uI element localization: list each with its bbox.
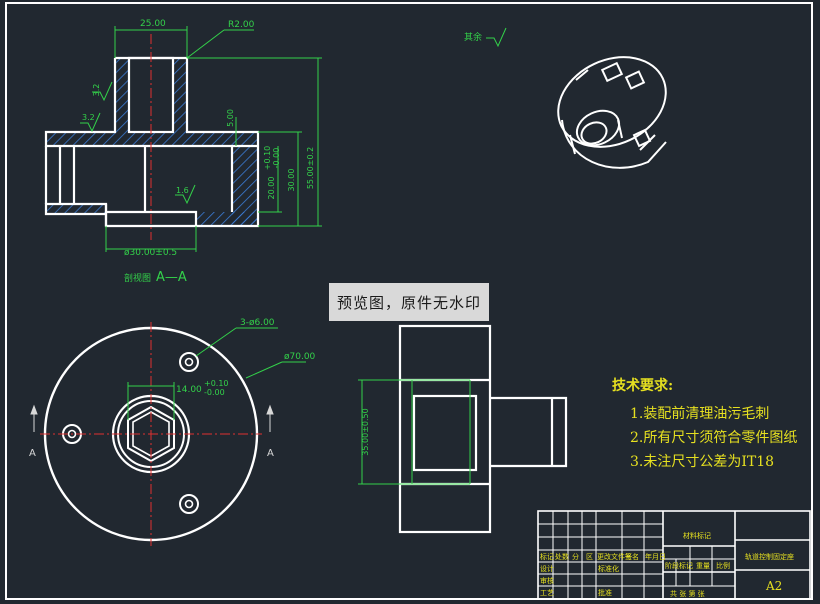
tb-date: 年月日 [645, 552, 666, 561]
tb-qu: 区 [586, 553, 593, 561]
tech-req-item-2: 2.所有尺寸须符合零件图纸 [630, 430, 797, 446]
top-view: A A 3-ø6.00 ø70.00 14.00 +0.10 -0.00 [29, 318, 316, 546]
tb-change-doc: 更改文件号 [597, 552, 632, 561]
title-sheets: 共 张 第 张 [670, 589, 705, 598]
rest-roughness-label: 其余 [464, 31, 482, 43]
tb-process: 工艺 [540, 589, 554, 597]
dim-hex: 14.00 [176, 385, 202, 395]
tb-mark: 标记 [540, 552, 554, 561]
dim-bore-tol-minus: -0.00 [272, 148, 281, 169]
watermark: 预览图，原件无水印 [329, 283, 489, 321]
section-label: 剖视图 [124, 272, 151, 284]
tb-fen: 分 [572, 552, 579, 561]
tech-req-title: 技术要求: [612, 377, 673, 394]
title-part-name: 轨道控制固定座 [745, 552, 794, 561]
tb-signature: 签名 [625, 552, 639, 561]
drawing-border [5, 2, 813, 600]
cut-label-left: A [29, 448, 36, 459]
dim-top-width: 25.00 [140, 19, 166, 29]
tb-review: 审核 [540, 576, 554, 585]
rough-3: 1.6 [176, 186, 189, 195]
title-size: A2 [765, 579, 782, 593]
dim-radius: R2.00 [228, 20, 255, 30]
cut-label-right: A [267, 448, 274, 459]
section-view: 25.00 R2.00 55.00±0.2 30.00 20.00 +0.10 … [44, 19, 507, 285]
tb-count: 处数 [555, 552, 569, 561]
isometric-view [557, 56, 667, 169]
dim-bore-depth: 20.00 [267, 177, 276, 200]
dim-total-height: 55.00±0.2 [306, 147, 315, 189]
tb-approve: 批准 [598, 588, 612, 597]
tech-requirements: 技术要求: 1.装配前清理油污毛刺 2.所有尺寸须符合零件图纸 3.未注尺寸公差… [612, 377, 797, 470]
dim-hex-tol-minus: -0.00 [204, 388, 225, 397]
dim-outer-dia: ø70.00 [284, 352, 316, 362]
title-stage: 阶段标记 [665, 561, 693, 570]
title-weight: 重量 [696, 562, 710, 570]
dim-wall: 5.00 [226, 109, 235, 127]
rough-2: 3.2 [82, 113, 95, 122]
title-block: 材料标记 轨道控制固定座 A2 阶段标记 重量 比例 共 张 第 张 标记 处数… [537, 510, 811, 600]
dim-holes: 3-ø6.00 [240, 318, 275, 328]
tb-design: 设计 [540, 564, 554, 573]
dim-body-height: 30.00 [287, 169, 296, 192]
tb-standard: 标准化 [598, 564, 619, 573]
side-view: 35.00±0.50 [358, 324, 568, 534]
tech-req-item-3: 3.未注尺寸公差为IT18 [630, 454, 774, 470]
rough-1: 3.2 [92, 84, 101, 97]
tech-req-item-1: 1.装配前清理油污毛刺 [630, 405, 769, 422]
dim-bore-tol-plus: +0.10 [263, 146, 272, 171]
dim-hex-tol-plus: +0.10 [204, 379, 229, 388]
title-scale: 比例 [716, 561, 730, 570]
dim-side: 35.00±0.50 [361, 408, 370, 455]
section-label-suffix: A—A [156, 270, 187, 285]
title-material: 材料标记 [683, 531, 711, 540]
dim-bottom-dia: ø30.00±0.5 [124, 248, 177, 258]
